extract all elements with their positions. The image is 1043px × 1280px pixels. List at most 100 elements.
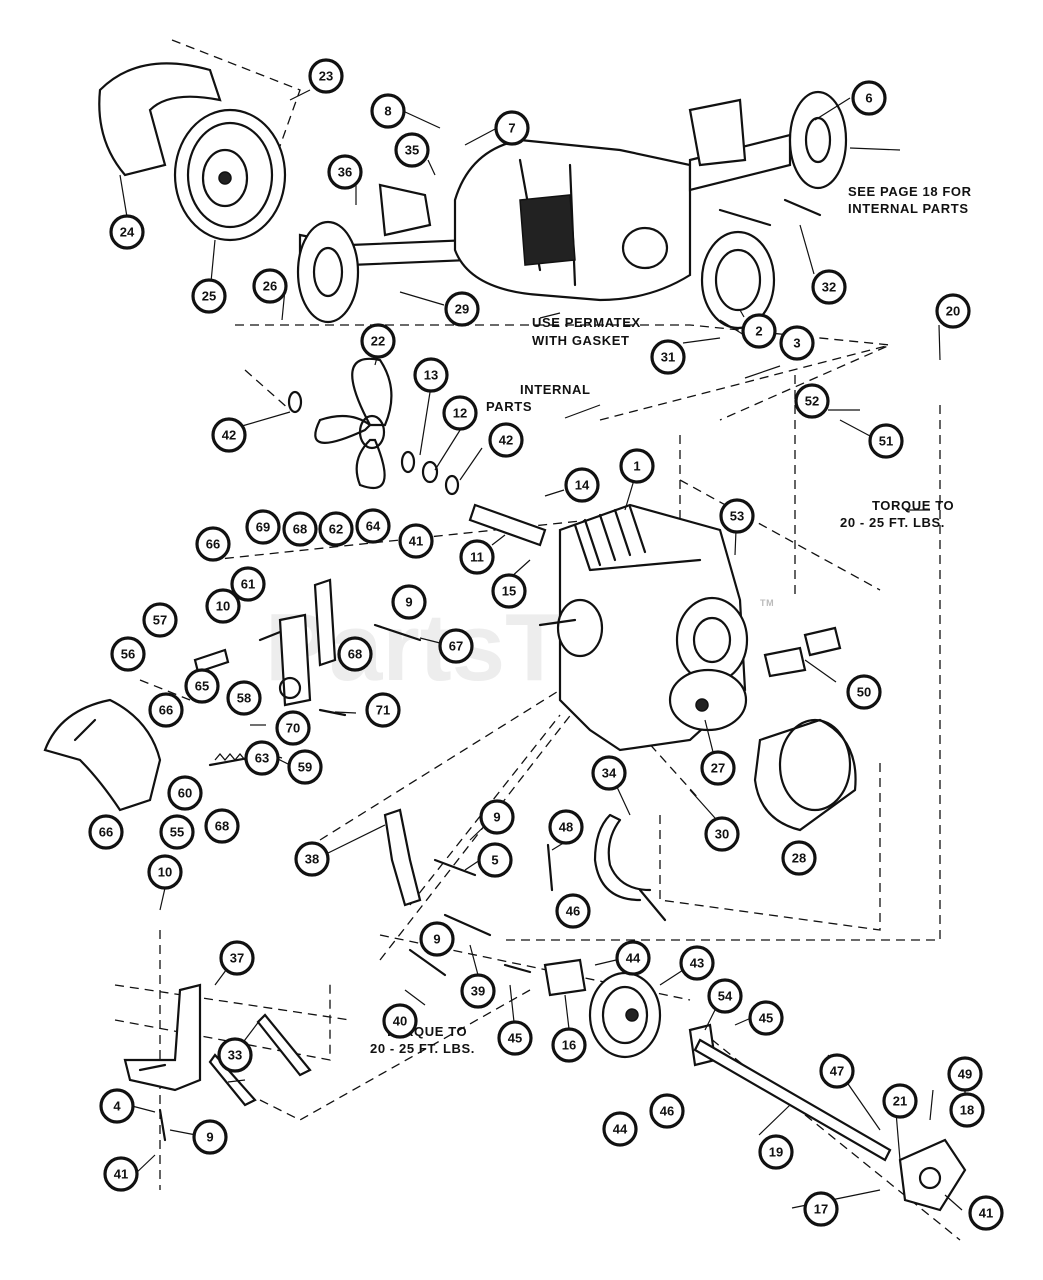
callout: 3	[779, 325, 815, 361]
note-torque-upper-2: 20 - 25 FT. LBS.	[840, 515, 945, 530]
callout: 27	[700, 750, 736, 786]
svg-text:19: 19	[769, 1145, 783, 1160]
callouts: 23 8 7 6 35 36 24 25 26 29 32 2 31 3 20 …	[88, 58, 1004, 1231]
svg-text:31: 31	[661, 350, 675, 365]
callout: 63	[244, 740, 280, 776]
oil-filter	[753, 718, 857, 832]
svg-text:25: 25	[202, 289, 216, 304]
callout: 28	[781, 840, 817, 876]
svg-text:70: 70	[286, 721, 300, 736]
svg-text:65: 65	[195, 679, 209, 694]
svg-text:42: 42	[499, 433, 513, 448]
svg-text:23: 23	[319, 69, 333, 84]
svg-text:58: 58	[237, 691, 251, 706]
svg-text:33: 33	[228, 1048, 242, 1063]
callout: 19	[758, 1134, 794, 1170]
svg-text:2: 2	[755, 324, 762, 339]
callout: 44	[615, 940, 651, 976]
callout: 10	[205, 588, 241, 624]
callout: 5	[477, 842, 513, 878]
callout: 68	[282, 511, 318, 547]
callout: 67	[438, 628, 474, 664]
callout: 66	[195, 526, 231, 562]
callout: 68	[204, 808, 240, 844]
svg-text:47: 47	[830, 1064, 844, 1079]
callout: 39	[460, 973, 496, 1009]
svg-text:17: 17	[814, 1202, 828, 1217]
callout: 16	[551, 1027, 587, 1063]
svg-text:42: 42	[222, 428, 236, 443]
callout: 42	[488, 422, 524, 458]
svg-text:8: 8	[384, 104, 391, 119]
callout: 1	[619, 448, 655, 484]
svg-text:9: 9	[493, 810, 500, 825]
cooling-fan	[287, 357, 460, 496]
svg-text:44: 44	[626, 951, 641, 966]
callout: 66	[148, 692, 184, 728]
note-see-page: SEE PAGE 18 FOR	[848, 184, 972, 199]
callout: 13	[413, 357, 449, 393]
svg-text:9: 9	[433, 932, 440, 947]
callout: 2	[741, 313, 777, 349]
svg-text:55: 55	[170, 825, 184, 840]
callout: 41	[103, 1156, 139, 1192]
callout: 56	[110, 636, 146, 672]
callout: 4	[99, 1088, 135, 1124]
callout: 32	[811, 269, 847, 305]
callout: 29	[444, 291, 480, 327]
callout: 37	[219, 940, 255, 976]
callout: 53	[719, 498, 755, 534]
callout: 58	[226, 680, 262, 716]
callout: 57	[142, 602, 178, 638]
svg-text:21: 21	[893, 1094, 907, 1109]
svg-text:37: 37	[230, 951, 244, 966]
svg-text:68: 68	[215, 819, 229, 834]
callout: 50	[846, 674, 882, 710]
oil-tube	[593, 813, 667, 922]
svg-text:68: 68	[293, 522, 307, 537]
svg-text:45: 45	[508, 1031, 522, 1046]
note-with-gasket: WITH GASKET	[532, 333, 630, 348]
svg-text:22: 22	[371, 334, 385, 349]
watermark-tm: TM	[760, 598, 774, 608]
drive-shaft	[693, 1038, 967, 1212]
svg-text:20: 20	[946, 304, 960, 319]
callout: 42	[211, 417, 247, 453]
svg-text:7: 7	[508, 121, 515, 136]
svg-text:71: 71	[376, 703, 390, 718]
svg-text:45: 45	[759, 1011, 773, 1026]
svg-text:56: 56	[121, 647, 135, 662]
svg-text:66: 66	[206, 537, 220, 552]
svg-text:66: 66	[99, 825, 113, 840]
callout: 71	[365, 692, 401, 728]
note-torque-upper-1: TORQUE TO	[872, 498, 954, 513]
svg-text:41: 41	[114, 1167, 128, 1182]
callout: 9	[391, 584, 427, 620]
svg-text:34: 34	[602, 766, 617, 781]
svg-text:28: 28	[792, 851, 806, 866]
note-torque-lower-2: 20 - 25 FT. LBS.	[370, 1041, 475, 1056]
svg-text:39: 39	[471, 984, 485, 999]
mounting-bracket	[123, 983, 312, 1142]
note-internal-parts: INTERNAL PARTS	[848, 201, 969, 216]
callout: 44	[602, 1111, 638, 1147]
callout: 64	[355, 508, 391, 544]
svg-text:1: 1	[633, 459, 640, 474]
control-linkage	[43, 578, 422, 812]
svg-text:68: 68	[348, 647, 362, 662]
svg-text:15: 15	[502, 584, 516, 599]
callout: 9	[479, 799, 515, 835]
callout: 41	[398, 523, 434, 559]
callout: 55	[159, 814, 195, 850]
svg-text:63: 63	[255, 751, 269, 766]
callout: 38	[294, 841, 330, 877]
svg-text:57: 57	[153, 613, 167, 628]
svg-text:32: 32	[822, 280, 836, 295]
callout: 12	[442, 395, 478, 431]
svg-text:67: 67	[449, 639, 463, 654]
svg-text:14: 14	[575, 478, 590, 493]
callout: 17	[803, 1191, 839, 1227]
callout: 9	[419, 921, 455, 957]
callout: 66	[88, 814, 124, 850]
